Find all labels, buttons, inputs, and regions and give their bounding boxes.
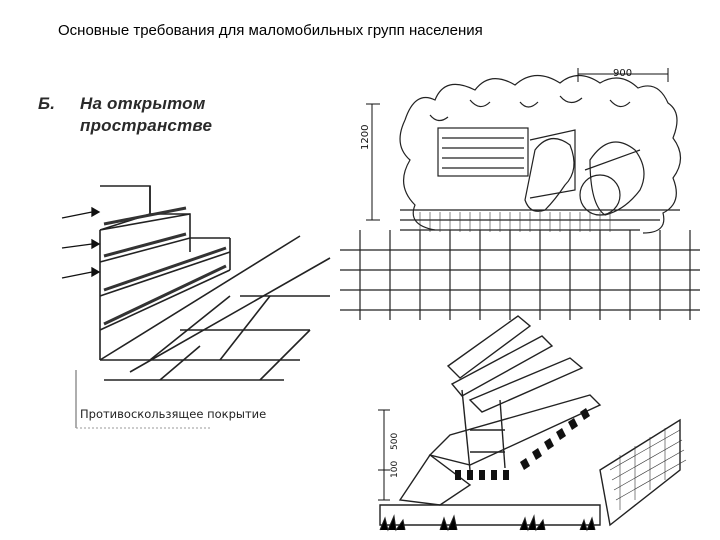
dimension-100-label: 100	[390, 460, 400, 478]
section-letter: Б.	[38, 94, 56, 113]
dimension-500-label: 500	[390, 432, 400, 450]
section-heading-line1: На открытом	[80, 94, 206, 113]
slide-title: Основные требования для маломобильных гр…	[58, 22, 483, 39]
section-heading-line2: пространстве	[80, 116, 213, 135]
antislip-caption: Противоскользящее покрытие	[80, 407, 267, 421]
dimension-900-label: 900	[613, 68, 633, 79]
